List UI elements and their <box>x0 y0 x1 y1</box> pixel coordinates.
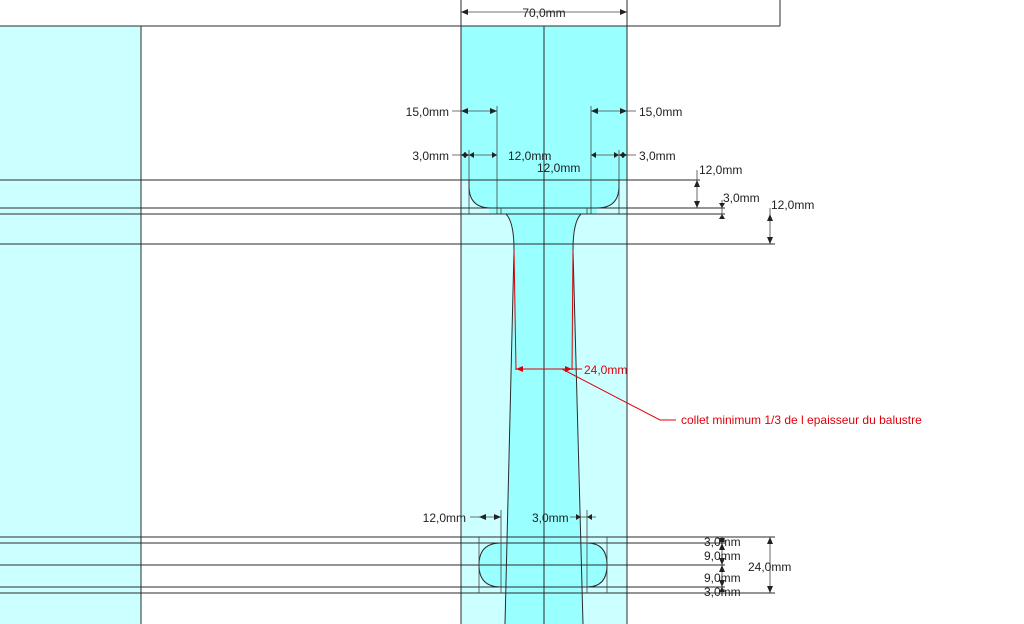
svg-text:24,0mm: 24,0mm <box>584 363 627 377</box>
svg-text:15,0mm: 15,0mm <box>639 105 682 119</box>
svg-text:3,0mm: 3,0mm <box>704 535 741 549</box>
dim-total-width: 70,0mm <box>461 6 627 20</box>
svg-text:12,0mm: 12,0mm <box>508 149 551 163</box>
svg-text:12,0mm: 12,0mm <box>699 163 742 177</box>
svg-text:15,0mm: 15,0mm <box>406 105 449 119</box>
dim-foot-top: 12,0mm 3,0mm <box>423 511 596 525</box>
dim-head-row: 3,0mm 12,0mm 12,0mm 3,0mm <box>412 149 675 175</box>
dim-head-vertical: 12,0mm 3,0mm 12,0mm <box>694 163 814 244</box>
svg-text:24,0mm: 24,0mm <box>748 560 791 574</box>
left-post-panel <box>0 26 141 624</box>
svg-text:3,0mm: 3,0mm <box>412 149 449 163</box>
dim-collar-width: 24,0mm collet minimum 1/3 de l epaisseur… <box>513 249 922 427</box>
dim-foot-vertical: 3,0mm 9,0mm 9,0mm 3,0mm 24,0mm <box>704 535 791 599</box>
collar-annotation: collet minimum 1/3 de l epaisseur du bal… <box>681 413 922 427</box>
svg-text:3,0mm: 3,0mm <box>723 191 760 205</box>
dim-right-offset: 15,0mm <box>591 105 682 119</box>
svg-text:12,0mm: 12,0mm <box>537 161 580 175</box>
svg-text:9,0mm: 9,0mm <box>704 571 741 585</box>
svg-text:12,0mm: 12,0mm <box>771 198 814 212</box>
svg-text:3,0mm: 3,0mm <box>639 149 676 163</box>
svg-text:3,0mm: 3,0mm <box>532 511 569 525</box>
svg-text:9,0mm: 9,0mm <box>704 549 741 563</box>
svg-text:3,0mm: 3,0mm <box>704 585 741 599</box>
svg-text:12,0mm: 12,0mm <box>423 511 466 525</box>
svg-text:70,0mm: 70,0mm <box>522 6 565 20</box>
dim-left-offset: 15,0mm <box>406 105 497 119</box>
